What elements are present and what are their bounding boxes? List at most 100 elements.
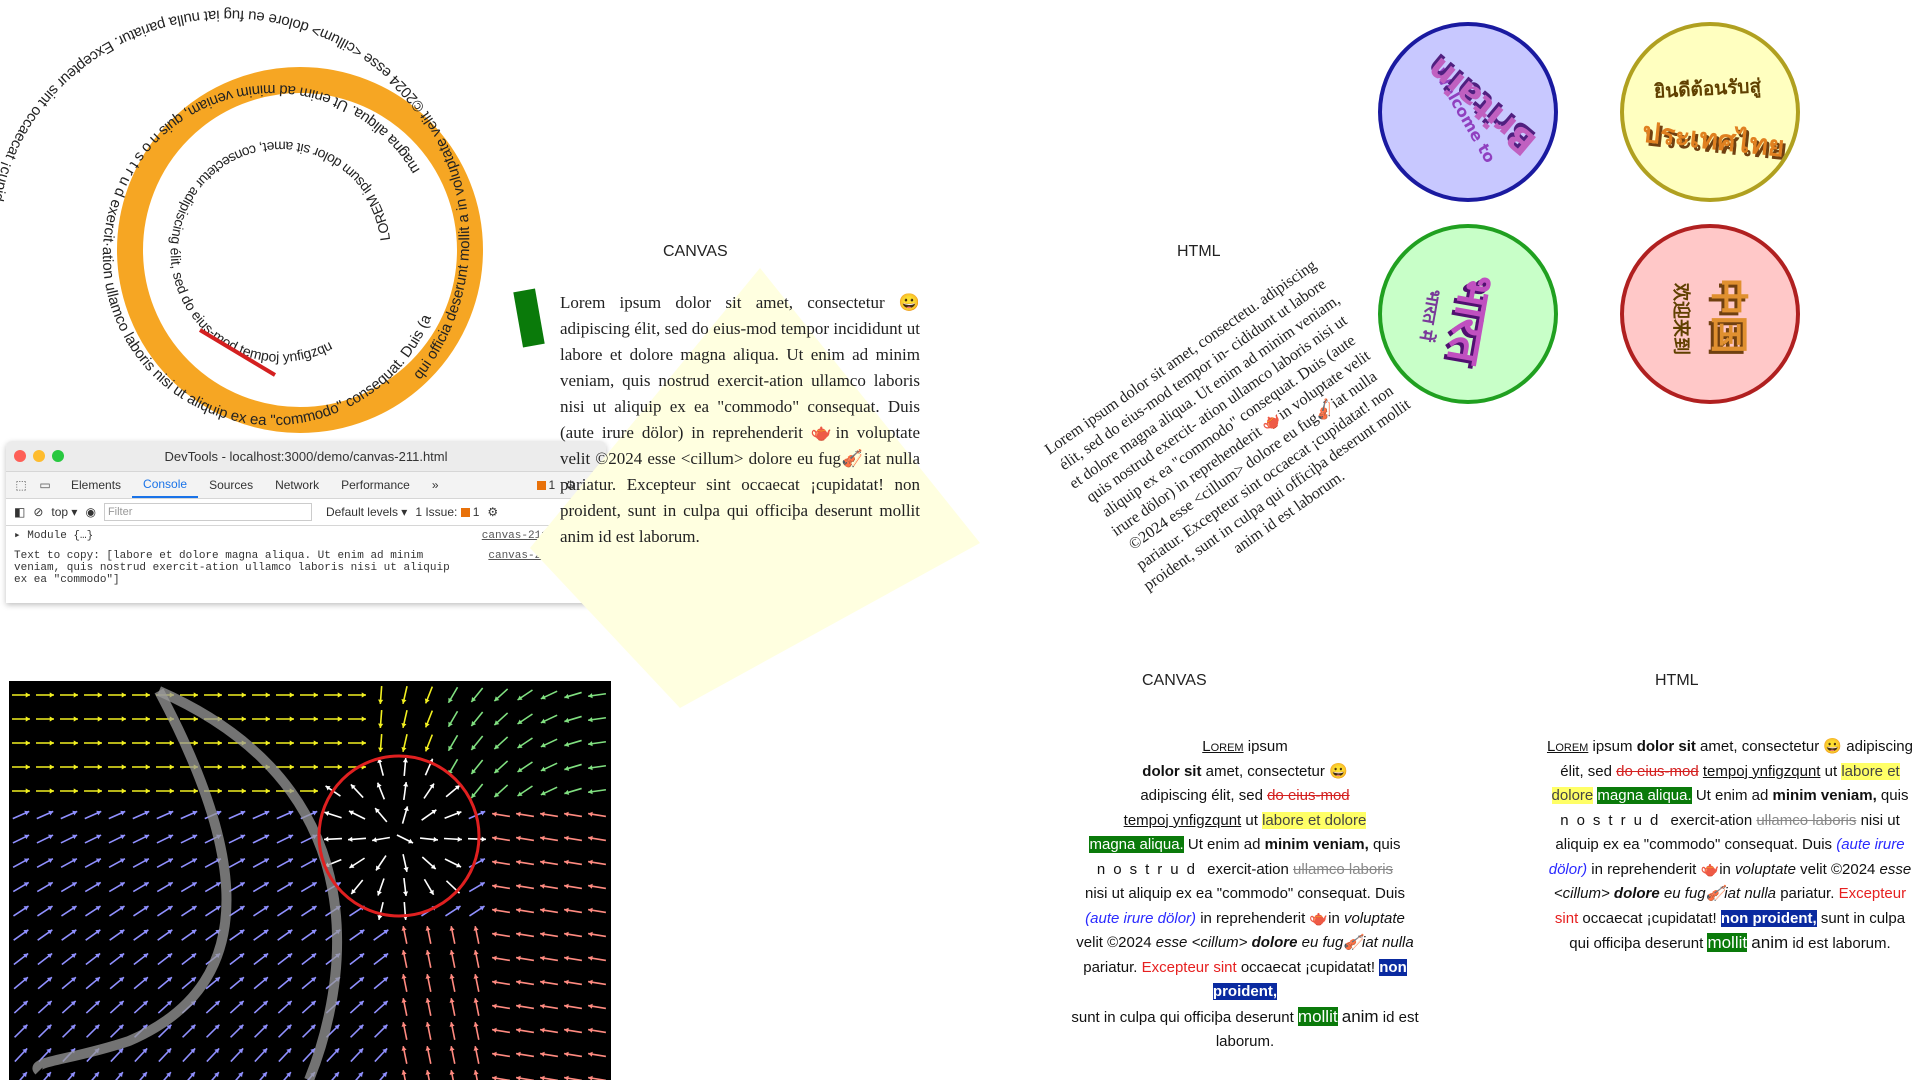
field-arrow-head: [215, 882, 221, 887]
label-canvas-top: CANVAS: [663, 243, 728, 260]
field-arrow-head: [47, 929, 53, 935]
field-arrow-head: [425, 1070, 431, 1075]
field-arrow-head: [588, 907, 593, 913]
field-arrow-head: [190, 1072, 195, 1078]
field-arrow-head: [564, 883, 569, 889]
field-arrow-head: [494, 768, 500, 774]
field-arrow-head: [240, 810, 246, 816]
context-select[interactable]: top ▾: [51, 505, 78, 519]
sidebar-toggle-icon[interactable]: ◧: [14, 505, 26, 519]
field-arrow-head: [46, 1072, 51, 1078]
field-arrow-head: [479, 858, 485, 864]
field-arrow-head: [263, 953, 269, 959]
field-arrow-head: [564, 765, 570, 771]
field-arrow-head: [492, 1027, 497, 1033]
field-arrow-head: [448, 745, 453, 751]
field-arrow-head: [143, 882, 149, 887]
field-arrow-head: [479, 906, 485, 911]
field-arrow-head: [47, 882, 53, 887]
field-arrow-head: [564, 931, 569, 937]
console-output: ▸ Module {…} canvas-211.js:348 Text to c…: [6, 526, 606, 598]
field-arrow-head: [588, 765, 593, 771]
field-arrow-head: [588, 955, 593, 961]
spiral-outer-text: qui officia deserunt mollit a in volupta…: [0, 6, 473, 382]
more-tabs-button[interactable]: »: [431, 478, 439, 492]
minimize-window-button[interactable]: [33, 450, 45, 462]
field-arrow-head: [494, 744, 500, 750]
field-arrow-head: [94, 1000, 100, 1006]
console-settings-gear-icon[interactable]: ⚙: [487, 505, 499, 519]
tab-performance[interactable]: Performance: [341, 478, 410, 492]
field-arrow-head: [286, 977, 292, 982]
field-arrow-head: [448, 697, 453, 703]
devtools-titlebar: DevTools - localhost:3000/demo/canvas-21…: [6, 441, 606, 472]
field-arrow-head: [481, 836, 486, 842]
field-arrow-head: [311, 882, 317, 887]
field-arrow-head: [71, 906, 77, 911]
field-arrow-head: [540, 1027, 545, 1033]
field-arrow-head: [517, 719, 523, 725]
tab-console[interactable]: Console: [132, 472, 199, 498]
field-arrow-head: [358, 1024, 364, 1030]
field-arrow-head: [358, 1000, 364, 1006]
field-arrow-head: [424, 746, 430, 752]
field-arrow-head: [262, 1000, 268, 1006]
issues-counter[interactable]: 1 Issue: 1: [415, 505, 480, 519]
field-arrow-head: [47, 858, 53, 864]
field-arrow-head: [471, 769, 477, 775]
field-arrow-head: [168, 810, 174, 816]
field-arrow-head: [142, 1072, 147, 1078]
field-arrow-head: [425, 974, 431, 979]
field-arrow-head: [217, 788, 222, 794]
field-arrow-head: [494, 720, 500, 726]
field-arrow-head: [119, 953, 125, 959]
gear-icon[interactable]: ⚙: [565, 478, 576, 492]
field-arrow-head: [494, 696, 500, 702]
field-arrow-head: [471, 721, 477, 727]
field-arrow-head: [517, 695, 523, 701]
field-arrow-head: [214, 1024, 220, 1030]
field-arrow-head: [473, 950, 479, 955]
field-arrow-head: [313, 764, 318, 770]
field-arrow-head: [193, 716, 198, 722]
close-window-button[interactable]: [14, 450, 26, 462]
field-arrow-head: [118, 1048, 124, 1054]
field-arrow-head: [337, 740, 342, 746]
grey-curve-1: [32, 688, 232, 1075]
clear-console-icon[interactable]: ⊘: [33, 505, 44, 519]
circle-china-small: 欢迎来到: [1670, 283, 1691, 355]
field-arrow-head: [588, 811, 593, 817]
tab-elements[interactable]: Elements: [71, 478, 122, 492]
issues-badge[interactable]: 1: [536, 478, 555, 492]
field-arrow-head: [588, 883, 593, 889]
filter-input[interactable]: Filter: [103, 503, 312, 521]
tab-network[interactable]: Network: [275, 478, 320, 492]
field-arrow-head: [167, 929, 173, 935]
field-arrow-head: [382, 1024, 388, 1030]
html-rich-text: Lorem ipsum dolor sit amet, consectetur …: [1546, 738, 1913, 952]
field-arrow-head: [377, 890, 382, 896]
log-levels-select[interactable]: Default levels ▾: [325, 505, 408, 519]
console-row[interactable]: ▸ Module {…} canvas-211.js:348: [14, 530, 594, 542]
field-arrow-head: [516, 979, 521, 985]
field-arrow-head: [289, 740, 294, 746]
field-arrow-head: [97, 740, 102, 746]
tab-sources[interactable]: Sources: [209, 478, 254, 492]
canvas-diamond-text: Lorem ipsum dolor sit amet, consectetur …: [560, 293, 920, 546]
device-toolbar-icon[interactable]: ▭: [39, 478, 51, 492]
console-row[interactable]: Text to copy: [labore et dolore magna al…: [14, 550, 598, 586]
field-arrow-head: [313, 692, 318, 698]
field-arrow-head: [382, 1072, 387, 1078]
field-arrow-head: [454, 785, 460, 790]
field-arrow-head: [95, 953, 101, 959]
field-arrow-head: [265, 692, 270, 698]
field-arrow-head: [540, 790, 546, 796]
field-arrow-head: [473, 974, 479, 979]
field-arrow-head: [239, 906, 245, 911]
field-arrow-head: [23, 906, 29, 911]
field-arrow-head: [22, 1000, 28, 1006]
maximize-window-button[interactable]: [52, 450, 64, 462]
inspect-element-icon[interactable]: ⬚: [15, 478, 27, 492]
eye-icon[interactable]: ◉: [85, 505, 96, 519]
field-arrow-head: [166, 1048, 172, 1054]
